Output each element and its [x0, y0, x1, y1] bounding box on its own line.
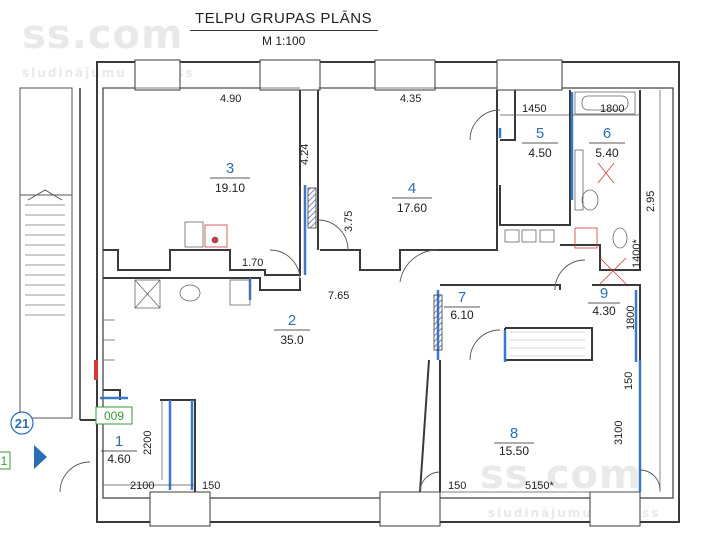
dimension-label: 3.75: [343, 211, 355, 232]
kitchen-fixtures: [94, 221, 251, 380]
hatched-columns: [307, 187, 443, 351]
bath-fixtures: [504, 91, 636, 285]
green-code-box: [95, 406, 133, 425]
room-6: 6 5.40: [589, 125, 625, 160]
storage-hatch: [510, 331, 585, 357]
dimension-label: 4.35: [400, 93, 421, 105]
stair-number-circle: [10, 411, 34, 435]
room-area: 4.30: [592, 304, 616, 318]
staircase: [19, 87, 73, 419]
dimension-lines: [103, 87, 661, 493]
dimension-label: 7.65: [328, 290, 349, 302]
room-number: 2: [288, 312, 296, 329]
room-2: 2 35.0: [274, 312, 310, 347]
dimension-label: 150: [623, 372, 635, 390]
stair-number: 21: [15, 416, 29, 431]
left-partial-box: [0, 451, 11, 470]
dimension-label: 2100: [130, 480, 154, 492]
dimension-label: 4.24: [299, 144, 311, 165]
room-area: 17.60: [397, 201, 427, 215]
dimension-label: 1450: [522, 103, 546, 115]
dimension-label: 1800: [625, 306, 637, 330]
room-area: 15.50: [499, 444, 529, 458]
room-number: 1: [115, 433, 123, 450]
room-number: 8: [510, 425, 518, 442]
green-code: 009: [104, 409, 124, 423]
room-number: 9: [600, 285, 608, 302]
dimension-label: 5150*: [525, 480, 554, 492]
room-number: 5: [536, 125, 544, 142]
dimension-label: 1800: [600, 103, 624, 115]
dimension-labels: 4.90 4.35 1450 1800 4.24 3.75 2.95 1.70 …: [130, 93, 657, 492]
room-area: 4.60: [107, 452, 131, 466]
dimension-label: 150: [448, 480, 466, 492]
dimension-label: 2200: [142, 431, 154, 455]
room-number: 6: [603, 125, 611, 142]
plan-title: TELPU GRUPAS PLĀNS: [195, 10, 373, 27]
blue-partitions: [100, 92, 642, 492]
room-4: 4 17.60: [392, 180, 432, 215]
dimension-label: 150: [202, 480, 220, 492]
room-area: 19.10: [215, 181, 245, 195]
door-swings: [59, 109, 661, 493]
interior-walls: [103, 90, 641, 493]
windows-top: [134, 59, 563, 91]
room-9: 9 4.30: [588, 285, 620, 318]
left-partial-label: 1: [1, 454, 8, 468]
room-number: 3: [226, 160, 234, 177]
room-area: 4.50: [528, 146, 552, 160]
title-underline: [190, 30, 378, 31]
dimension-label: 1.70: [242, 257, 263, 269]
entrance-arrow: [34, 445, 47, 469]
room-number: 4: [408, 180, 416, 197]
room-labels: 3 19.10 4 17.60 5 4.50 6 5.40 2 35.0 7 6…: [101, 125, 625, 466]
dimension-label: 1400*: [631, 239, 643, 268]
room-3: 3 19.10: [210, 160, 250, 195]
room-5: 5 4.50: [522, 125, 558, 160]
dimension-label: 4.90: [220, 93, 241, 105]
room-8: 8 15.50: [494, 425, 534, 458]
plan-scale: M 1:100: [262, 34, 306, 48]
room-1: 1 4.60: [101, 433, 137, 466]
windows-bottom: [149, 491, 641, 527]
room-area: 6.10: [450, 308, 474, 322]
dimension-label: 3100: [613, 421, 625, 445]
room-number: 7: [458, 289, 466, 306]
room-area: 35.0: [280, 333, 304, 347]
dimension-label: 2.95: [645, 191, 657, 212]
room-area: 5.40: [595, 146, 619, 160]
room-7: 7 6.10: [444, 289, 480, 322]
